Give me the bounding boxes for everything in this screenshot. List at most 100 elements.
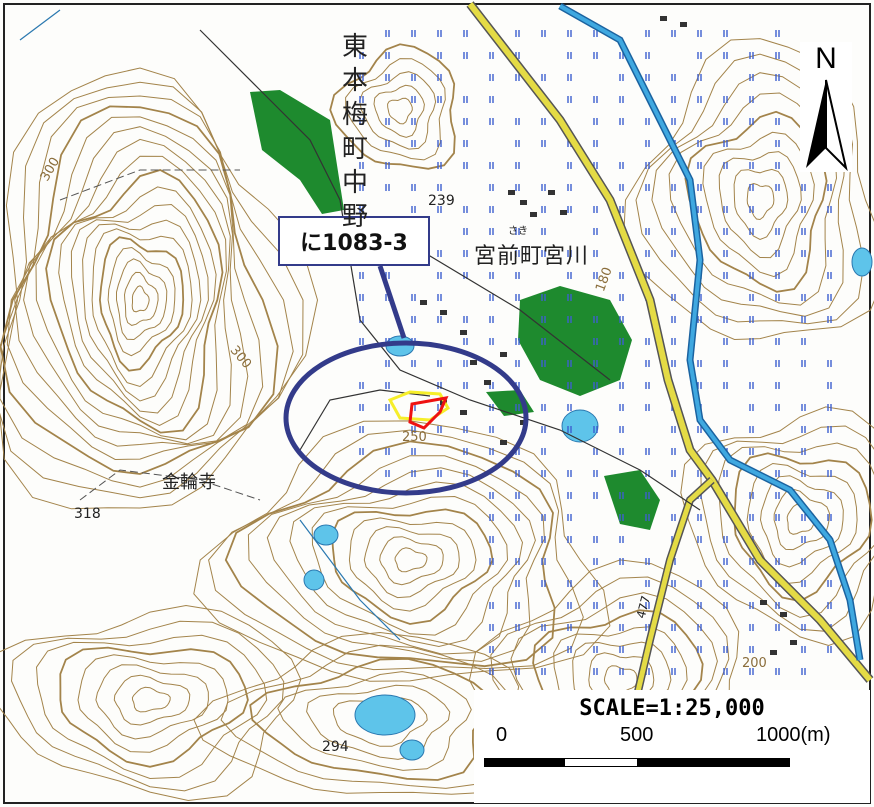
north-arrow: N <box>800 42 852 172</box>
local-road <box>199 29 701 511</box>
contour-line <box>35 634 268 780</box>
north-letter: N <box>815 42 837 75</box>
contour-line <box>131 285 150 313</box>
contour-line <box>311 495 509 636</box>
contour-line <box>680 406 874 647</box>
contour-line <box>348 517 477 612</box>
site-parcel-red <box>408 396 449 430</box>
pond <box>303 569 325 591</box>
contour-line <box>0 105 279 475</box>
contour-line <box>14 126 249 447</box>
building <box>460 330 467 335</box>
building <box>460 410 467 415</box>
river <box>559 4 862 661</box>
contour-line <box>95 664 209 740</box>
scale-tick-label: 0 <box>496 724 508 746</box>
contour-line <box>331 508 494 625</box>
contour-line <box>289 481 524 648</box>
contour-line <box>379 536 444 586</box>
contour-line <box>733 168 789 241</box>
contour-line <box>277 671 472 771</box>
building <box>780 612 787 617</box>
stream <box>19 9 61 41</box>
spot-height-label: 294 <box>322 739 349 755</box>
contour-line <box>718 151 802 259</box>
contour-line <box>759 475 844 568</box>
scale-tick-label: 500 <box>620 724 654 746</box>
building <box>500 352 507 357</box>
scale-title: SCALE=1:25,000 <box>579 696 765 721</box>
contour-line <box>77 654 229 753</box>
contour-line <box>702 131 815 278</box>
contour-line <box>332 697 428 747</box>
contour-line <box>345 58 446 161</box>
north-arrow-icon <box>806 79 848 172</box>
building <box>470 360 477 365</box>
contour-line <box>23 138 232 445</box>
contour-line <box>123 271 159 326</box>
building <box>420 300 427 305</box>
contour-line <box>746 462 858 585</box>
scale-legend: SCALE=1:25,000 0 500 1000(m) <box>474 690 870 803</box>
stream <box>299 519 401 641</box>
contour-line <box>329 43 456 170</box>
contour-line <box>45 169 224 434</box>
route-road <box>633 478 714 701</box>
main-road <box>467 2 873 682</box>
pond <box>561 409 599 443</box>
pond <box>399 739 425 761</box>
forest-area <box>250 90 344 214</box>
building <box>440 310 447 315</box>
scale-bar-segment <box>484 758 564 767</box>
building <box>484 380 491 385</box>
contour-line <box>773 488 831 551</box>
site-boundary-yellow <box>387 390 450 422</box>
contour-line <box>58 186 217 427</box>
village-label-horizontal: 宮前町宮川 <box>474 244 590 269</box>
contour-line <box>107 246 176 357</box>
contour-line <box>387 97 413 125</box>
contour-line <box>0 95 294 488</box>
parcel-callout: に1083-3 <box>278 216 430 266</box>
contour-line <box>113 674 191 726</box>
building <box>520 200 527 205</box>
trail <box>79 469 261 501</box>
highlight-ellipse <box>283 340 529 496</box>
contour-line <box>0 67 319 510</box>
building <box>660 16 667 21</box>
contour-line <box>224 440 556 668</box>
forest-area <box>518 286 632 396</box>
contour-label: 250 <box>402 430 427 445</box>
contour-line <box>35 155 227 441</box>
building <box>508 190 515 195</box>
pond <box>313 524 339 546</box>
contour-line <box>0 604 302 802</box>
scale-bar-segment <box>564 758 638 767</box>
pond <box>851 247 873 277</box>
contour-line <box>82 219 202 402</box>
contour-line <box>98 236 185 372</box>
trail <box>59 169 240 201</box>
contour-line <box>247 455 545 662</box>
small-kanji-label: さき <box>508 226 528 237</box>
building <box>548 190 555 195</box>
contour-line <box>249 657 491 781</box>
pond <box>354 694 416 736</box>
contour-line <box>10 620 285 792</box>
building <box>790 640 797 645</box>
building <box>770 650 777 655</box>
contour-line <box>193 631 537 795</box>
building <box>560 210 567 215</box>
contour-line <box>70 203 209 414</box>
contour-line <box>59 646 249 768</box>
scale-bar-segment <box>638 758 790 767</box>
temple-label: 金輪寺 <box>162 472 216 493</box>
building <box>500 440 507 445</box>
contour-line <box>220 644 506 789</box>
contour-line <box>394 547 428 573</box>
contour-line <box>373 84 425 138</box>
parcel-label: に1083-3 <box>300 231 408 256</box>
contour-line <box>363 526 460 599</box>
